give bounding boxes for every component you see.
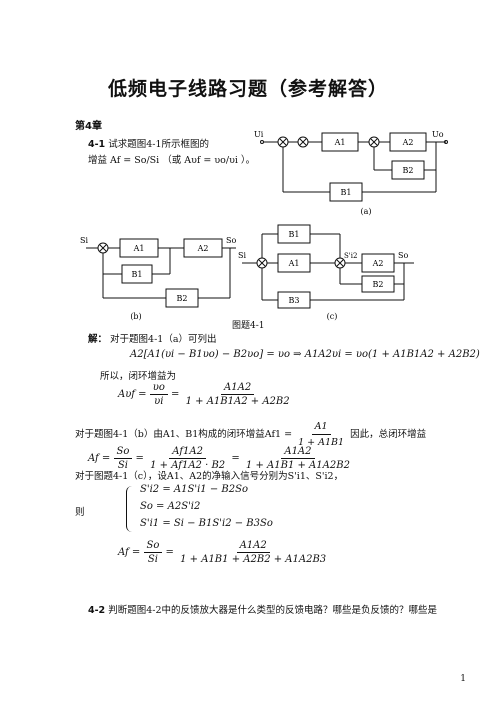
figure-c-block-b2: B2 — [373, 280, 384, 289]
figure-b-block-b1: B1 — [132, 270, 143, 279]
af1-denominator: 1 + A1B1 — [298, 437, 345, 448]
equation-4: Af = So Si = A1A2 1 + A1B1 + A2B2 + A1A2… — [118, 540, 329, 565]
problem-2-text: 判断题图4-2中的反馈放大器是什么类型的反馈电路？哪些是负反馈的？哪些是 — [108, 605, 438, 616]
figure-c-diagram: Si So S'i2 B1 A1 A2 B2 B3 (c) — [238, 224, 414, 321]
problem-1-number: 4-1 — [88, 139, 106, 150]
equation-4-lhs: Af = — [118, 547, 141, 558]
figure-b-block-b2: B2 — [177, 294, 188, 303]
equation-3-fraction-3: A1A2 1 + A1B1 + A1A2B2 — [243, 446, 353, 471]
figure-c-label: (c) — [327, 312, 338, 321]
figure-a-block-a1: A1 — [334, 138, 346, 147]
figure-c-block-b3: B3 — [289, 296, 300, 305]
equation-4-fraction-2: A1A2 1 + A1B1 + A2B2 + A1A2B3 — [177, 540, 329, 565]
equation-2-lhs: Aυf = — [118, 389, 147, 400]
equation-3-denominator-1: Si — [117, 460, 128, 471]
solution-line-1: 解： 对于题图4-1（a）可列出 — [88, 333, 217, 346]
problem-1-text-1: 试求题图4-1所示框图的 — [108, 139, 210, 150]
figure-b-label: (b) — [130, 312, 141, 321]
page-title: 低频电子线路习题（参考解答） — [107, 78, 388, 100]
equation-3-fraction-1: So Si — [113, 446, 133, 471]
equation-3-fraction-2: Af1A2 1 + Af1A2 · B2 — [147, 446, 228, 471]
equation-4-numerator-2: A1A2 — [236, 540, 270, 553]
equation-2-numerator-1: υo — [149, 382, 168, 395]
solution-line-3: 对于题图4-1（b）由A1、B1构成的闭环增益Af1 = A1 1 + A1B1… — [75, 420, 426, 449]
solution-text-3b: 因此，总闭环增益 — [350, 429, 427, 440]
figure-a-block-b1: B1 — [341, 188, 352, 197]
solution-text-5: 则 — [75, 507, 85, 518]
figure-b-input-label: Si — [80, 236, 88, 245]
equation-3-lhs: Af = — [88, 453, 111, 464]
equation-3: Af = So Si = Af1A2 1 + Af1A2 · B2 = A1A2… — [88, 446, 353, 471]
figure-caption: 图题4-1 — [232, 321, 265, 331]
figure-c-block-a1: A1 — [288, 259, 300, 268]
af1-numerator: A1 — [311, 420, 331, 435]
equation-3-numerator-3: A1A2 — [281, 446, 315, 459]
equation-4-denominator-2: 1 + A1B1 + A2B2 + A1A2B3 — [180, 554, 327, 565]
equation-4-numerator-1: So — [143, 540, 163, 553]
system-eq-2: So = A2S'i2 — [140, 501, 201, 512]
solution-text-4: 对于图题4-1（c），设A1、A2的净输入信号分别为S'i1、S'i2， — [75, 471, 344, 482]
page-number: 1 — [460, 674, 466, 684]
figure-a-label: (a) — [360, 207, 371, 216]
figure-c-block-b1: B1 — [289, 230, 300, 239]
system-eq-1: S'i2 = A1S'i1 − B2So — [140, 484, 248, 495]
figure-b-diagram: Si So A1 A2 B1 B2 (b) — [80, 236, 236, 321]
equation-3-numerator-2: Af1A2 — [169, 446, 206, 459]
equation-2-fraction-1: υo υi — [149, 382, 168, 407]
figure-c-block-a2: A2 — [372, 259, 384, 268]
equation-2-denominator-1: υi — [154, 396, 164, 407]
figure-a-block-a2: A2 — [402, 138, 414, 147]
equation-3-denominator-2: 1 + Af1A2 · B2 — [150, 460, 226, 471]
figure-b-block-a1: A1 — [133, 244, 145, 253]
equation-4-denominator-1: Si — [147, 554, 158, 565]
equation-3-numerator-1: So — [113, 446, 133, 459]
figure-a-output-label: Uo — [432, 130, 444, 139]
solution-text-2: 所以，闭环增益为 — [100, 371, 177, 382]
equation-2-denominator-2: 1 + A1B1A2 + A2B2 — [185, 396, 290, 407]
solution-text-3a: 对于题图4-1（b）由A1、B1构成的闭环增益Af1 = — [75, 429, 293, 440]
equation-2-numerator-2: A1A2 — [221, 382, 255, 395]
figure-c-output-label: So — [398, 251, 408, 260]
figure-c-mid-label: S'i2 — [344, 252, 357, 260]
equation-3-denominator-3: 1 + A1B1 + A1A2B2 — [245, 460, 350, 471]
solution-head: 解： — [88, 334, 108, 345]
solution-text-1: 对于题图4-1（a）可列出 — [110, 334, 217, 345]
equation-2: Aυf = υo υi = A1A2 1 + A1B1A2 + A2B2 — [118, 382, 293, 407]
system-eq-3: S'i1 = Si − B1S'i2 − B3So — [140, 518, 273, 529]
equation-4-fraction-1: So Si — [143, 540, 163, 565]
figure-b-block-a2: A2 — [197, 244, 209, 253]
problem-2-number: 4-2 — [88, 605, 106, 616]
figure-b-output-label: So — [226, 236, 236, 245]
equation-2-fraction-2: A1A2 1 + A1B1A2 + A2B2 — [183, 382, 293, 407]
problem-1-text-2: 增益 Af = So/Si （或 Aυf = υo/υi ）。 — [88, 155, 256, 166]
chapter-heading: 第4章 — [75, 121, 102, 132]
figure-a-input-label: Ui — [254, 130, 264, 139]
figure-a-diagram: Ui Uo A1 A2 B2 B1 (a) — [254, 130, 448, 216]
af1-fraction: A1 1 + A1B1 — [295, 420, 347, 449]
equation-system-brace — [126, 486, 135, 532]
figure-c-input-label: Si — [238, 251, 246, 260]
problem-1-line-1: 4-1 试求题图4-1所示框图的 — [88, 138, 209, 151]
figure-a-block-b2: B2 — [403, 166, 414, 175]
equation-1: A2[A1(υi − B1υo) − B2υo] = υo ⇒ A1A2υi =… — [130, 349, 480, 360]
problem-2-line: 4-2 判断题图4-2中的反馈放大器是什么类型的反馈电路？哪些是负反馈的？哪些是 — [88, 604, 437, 617]
